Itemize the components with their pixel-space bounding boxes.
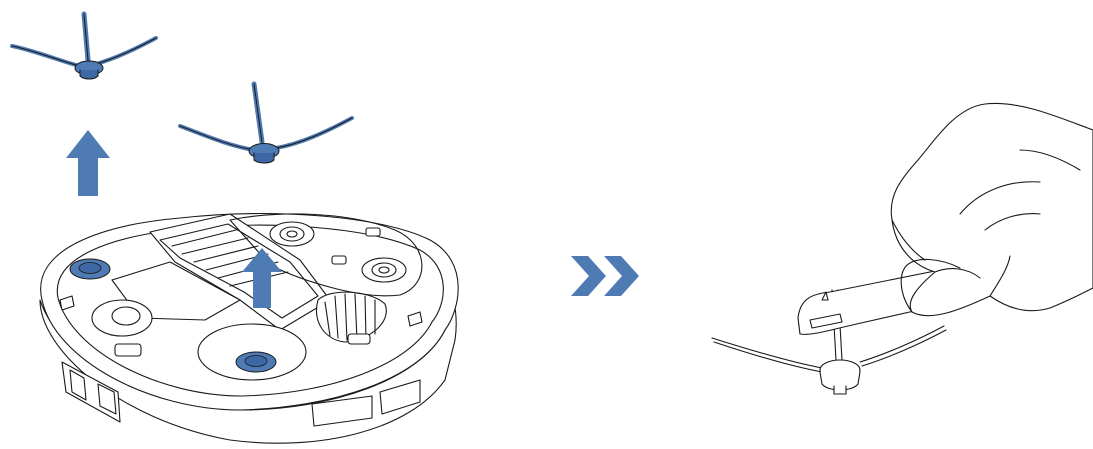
robot-vacuum-bottom	[40, 214, 458, 444]
brush-mount-right	[236, 352, 276, 372]
side-brush-left	[12, 14, 156, 79]
brush-mount-left	[70, 259, 110, 279]
up-arrow-left	[66, 130, 110, 196]
side-brush-right	[180, 84, 352, 163]
double-chevron-icon	[571, 256, 639, 296]
